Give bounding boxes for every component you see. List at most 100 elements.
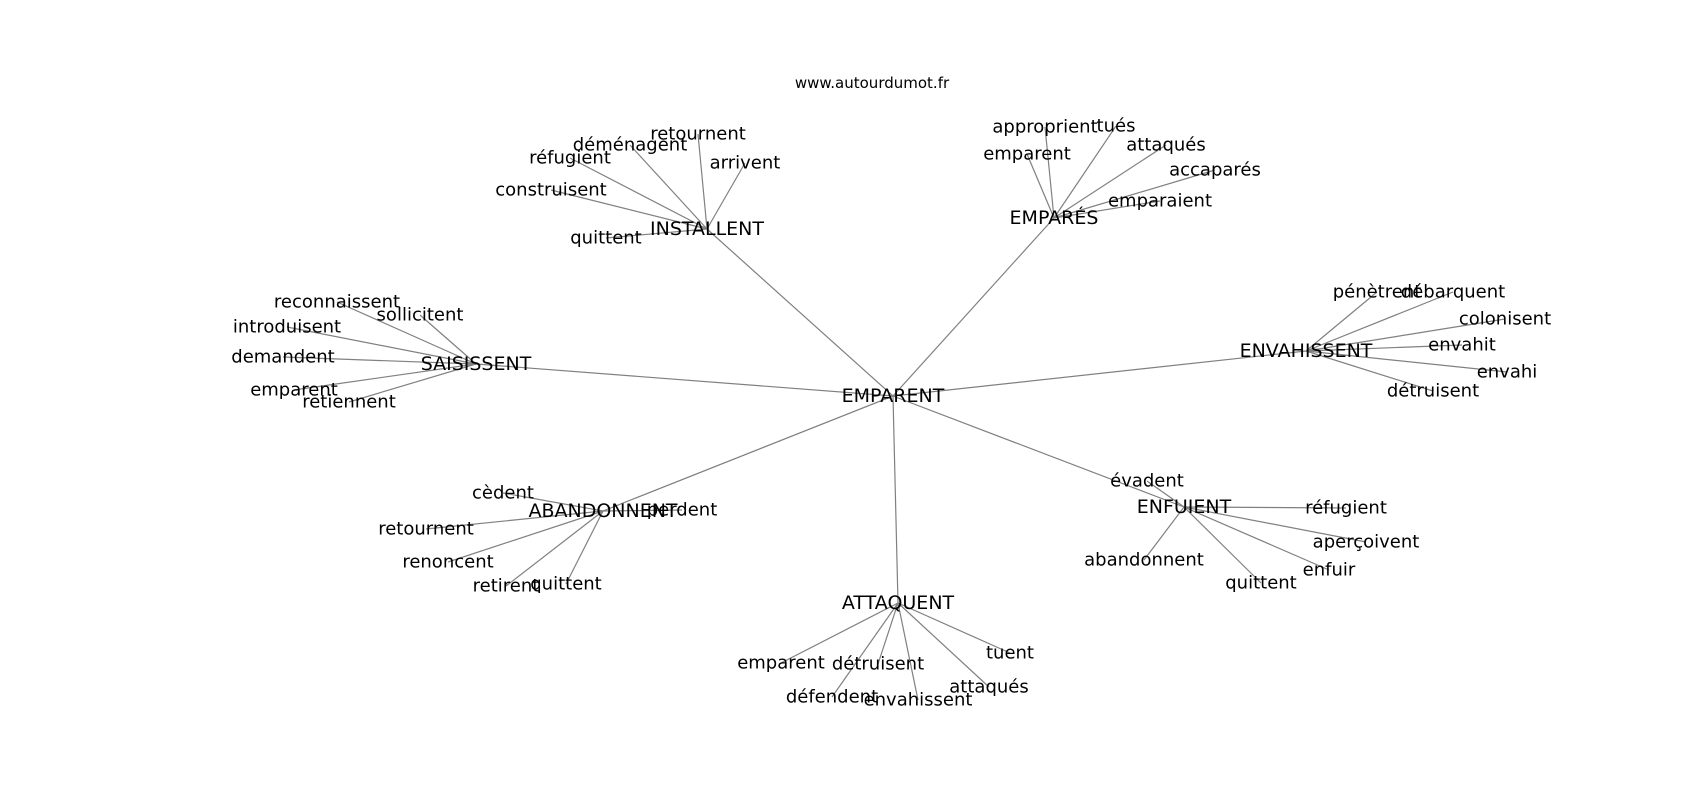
leaf-node-demenagent[interactable]: déménagent xyxy=(573,135,688,156)
edge-center-saisissent xyxy=(475,363,894,397)
leaf-node-quittent[interactable]: quittent xyxy=(570,228,642,249)
edge-envahissent-envahit xyxy=(1305,344,1463,352)
leaf-node-renoncent[interactable]: renoncent xyxy=(402,552,493,573)
edge-abandonnent-perdent xyxy=(602,509,683,512)
edge-enfuient-evadent xyxy=(1146,480,1185,508)
edge-installent-refugient xyxy=(569,157,708,230)
leaf-node-emparent[interactable]: emparent xyxy=(983,144,1071,165)
edge-empares-approprient xyxy=(1044,126,1055,219)
edge-attaquent-detruisent xyxy=(877,602,899,665)
leaf-node-tuent[interactable]: tuent xyxy=(986,643,1034,664)
edge-empares-attaques xyxy=(1053,144,1167,219)
edge-abandonnent-renoncent xyxy=(447,510,604,563)
edge-installent-construisent xyxy=(550,189,708,230)
edge-saisissent-sollicitent xyxy=(419,314,477,365)
edge-installent-arrivent xyxy=(706,162,746,230)
leaf-node-cedent[interactable]: cèdent xyxy=(472,483,534,504)
leaf-node-abandonnent[interactable]: abandonnent xyxy=(1084,550,1204,571)
edge-enfuient-enfuir xyxy=(1183,506,1330,571)
leaf-node-envahit[interactable]: envahit xyxy=(1428,335,1496,356)
leaf-node-refugient[interactable]: réfugient xyxy=(529,148,611,169)
leaf-node-envahissent[interactable]: envahissent xyxy=(864,690,973,711)
edge-envahissent-detruisent xyxy=(1305,350,1434,392)
leaf-node-quittent[interactable]: quittent xyxy=(530,574,602,595)
leaf-node-arrivent[interactable]: arrivent xyxy=(710,153,781,174)
leaf-node-retiennent[interactable]: retiennent xyxy=(302,392,396,413)
leaf-node-tues[interactable]: tués xyxy=(1097,116,1136,137)
leaf-node-refugient[interactable]: réfugient xyxy=(1305,498,1387,519)
leaf-node-evadent[interactable]: évadent xyxy=(1110,471,1184,492)
edge-empares-emparent xyxy=(1026,153,1055,219)
edge-abandonnent-retirent xyxy=(505,510,604,587)
edge-abandonnent-cedent xyxy=(502,492,604,512)
hub-node-saisissent[interactable]: SAISISSENT xyxy=(421,353,532,375)
hub-node-envahissent[interactable]: ENVAHISSENT xyxy=(1240,340,1373,362)
edge-saisissent-emparent xyxy=(293,363,477,391)
leaf-node-introduisent[interactable]: introduisent xyxy=(233,317,341,338)
edge-attaquent-attaques xyxy=(897,602,990,688)
edge-center-installent xyxy=(706,228,894,397)
edge-attaquent-defendent xyxy=(831,602,899,698)
leaf-node-demandent[interactable]: demandent xyxy=(231,347,334,368)
leaf-node-attaques[interactable]: attaqués xyxy=(1126,135,1205,156)
leaf-node-detruisent[interactable]: détruisent xyxy=(1387,381,1479,402)
leaf-node-perdent[interactable]: perdent xyxy=(647,500,718,521)
edge-empares-emparaient xyxy=(1053,200,1161,219)
edge-center-abandonnent xyxy=(602,395,894,512)
leaf-node-approprient[interactable]: approprient xyxy=(992,117,1097,138)
edge-empares-tues xyxy=(1053,125,1117,219)
edge-envahissent-penetrent xyxy=(1305,291,1378,352)
leaf-node-retournent[interactable]: retournent xyxy=(378,519,474,540)
leaf-node-attaques[interactable]: attaqués xyxy=(949,677,1028,698)
leaf-node-sollicitent[interactable]: sollicitent xyxy=(377,305,464,326)
edge-envahissent-envahi xyxy=(1305,350,1508,373)
leaf-node-emparent[interactable]: emparent xyxy=(250,380,338,401)
edge-center-enfuient xyxy=(892,395,1185,508)
edge-enfuient-apercoivent xyxy=(1183,506,1367,543)
edge-enfuient-refugient xyxy=(1183,506,1347,509)
leaf-node-emparent[interactable]: emparent xyxy=(737,653,825,674)
edge-saisissent-retiennent xyxy=(348,363,477,403)
edge-envahissent-colonisent xyxy=(1305,318,1506,352)
edge-enfuient-quittent xyxy=(1183,506,1262,584)
leaf-node-quittent[interactable]: quittent xyxy=(1225,573,1297,594)
leaf-node-construisent[interactable]: construisent xyxy=(495,180,606,201)
hub-node-installent[interactable]: INSTALLENT xyxy=(650,218,764,240)
edge-installent-demenagent xyxy=(629,144,708,230)
source-label[interactable]: www.autourdumot.fr xyxy=(795,74,950,92)
labels-layer: www.autourdumot.fr EMPARENT INSTALLENT ret… xyxy=(231,74,1551,711)
leaf-node-retirent[interactable]: retirent xyxy=(473,576,540,597)
center-word-node[interactable]: EMPARENT xyxy=(842,385,945,407)
edge-saisissent-introduisent xyxy=(286,326,477,365)
leaf-node-enfuir[interactable]: enfuir xyxy=(1303,560,1356,581)
leaf-node-colonisent[interactable]: colonisent xyxy=(1459,309,1551,330)
edge-center-envahissent xyxy=(892,350,1307,397)
hub-node-attaquent[interactable]: ATTAQUENT xyxy=(842,592,955,614)
leaf-node-apercoivent[interactable]: aperçoivent xyxy=(1313,532,1420,553)
leaf-node-debarquent[interactable]: débarquent xyxy=(1401,282,1505,303)
hub-node-abandonnent[interactable]: ABANDONNENT xyxy=(528,500,677,522)
edge-saisissent-demandent xyxy=(282,356,477,365)
edge-attaquent-envahissent xyxy=(897,602,919,701)
leaf-node-retournent[interactable]: retournent xyxy=(650,124,746,145)
edge-envahissent-debarquent xyxy=(1305,291,1454,352)
hub-node-enfuient[interactable]: ENFUIENT xyxy=(1137,496,1232,518)
leaf-node-accapares[interactable]: accaparés xyxy=(1169,160,1261,181)
edge-attaquent-emparent xyxy=(780,602,899,664)
leaf-node-emparaient[interactable]: emparaient xyxy=(1108,191,1212,212)
leaf-node-envahi[interactable]: envahi xyxy=(1477,362,1538,383)
edge-empares-accapares xyxy=(1053,169,1216,219)
edge-center-empares xyxy=(892,217,1055,397)
leaf-node-reconnaissent[interactable]: reconnaissent xyxy=(274,292,400,313)
edge-center-attaquent xyxy=(892,395,899,604)
edge-installent-retournent xyxy=(697,133,708,230)
edge-abandonnent-quittent xyxy=(565,510,604,585)
leaf-node-detruisent[interactable]: détruisent xyxy=(832,654,924,675)
leaf-node-penetrent[interactable]: pénètrent xyxy=(1333,282,1422,303)
edge-enfuient-abandonnent xyxy=(1143,506,1185,561)
edge-abandonnent-retournent xyxy=(425,510,604,530)
edge-attaquent-tuent xyxy=(897,602,1011,654)
hub-node-empares[interactable]: EMPARÉS xyxy=(1010,206,1099,229)
leaf-node-defendent[interactable]: défendent xyxy=(786,687,878,708)
